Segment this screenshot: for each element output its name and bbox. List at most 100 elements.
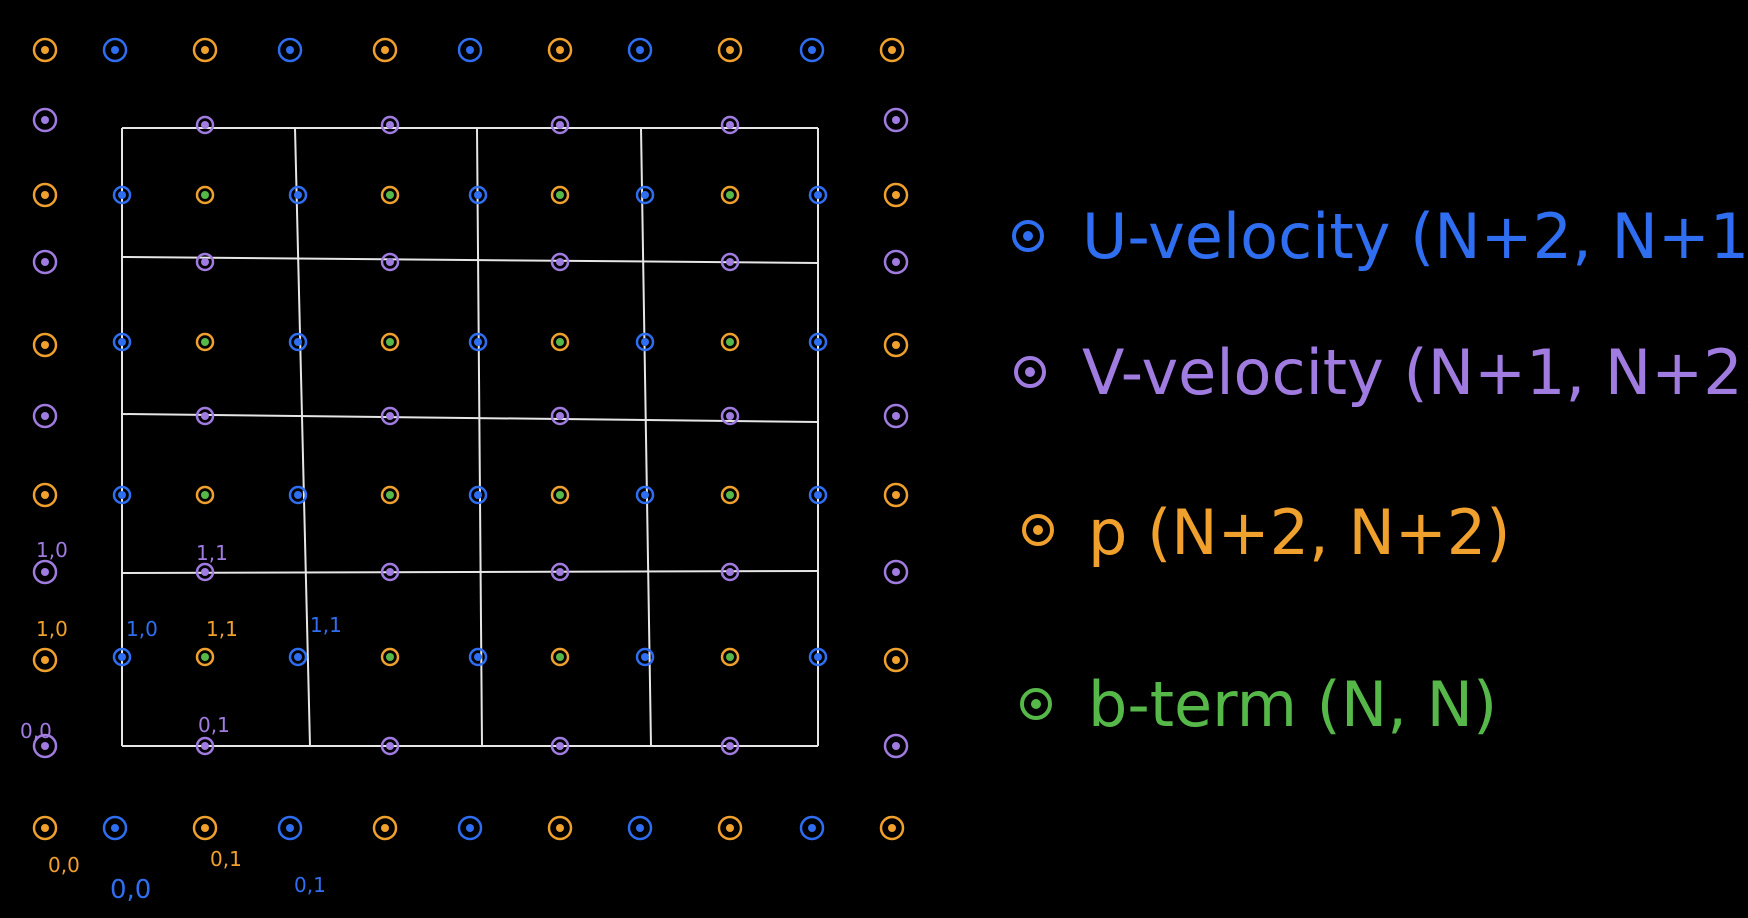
v-node-3-1-core <box>386 568 394 576</box>
p-node-right-5 <box>883 482 909 508</box>
v-node-1-0 <box>195 252 215 272</box>
v-node-1-2-core <box>556 258 564 266</box>
u-node-top-5-core <box>466 46 474 54</box>
u-node-0-1-core <box>294 191 302 199</box>
pressure-dot-icon-core <box>1033 525 1043 535</box>
p-node-bottom-2 <box>192 815 218 841</box>
legend-label-b-term: b-term (N, N) <box>1088 668 1497 741</box>
index-label-p-0-0: 0,0 <box>48 853 80 877</box>
u-node-0-4-core <box>814 191 822 199</box>
v-node-2-2-core <box>556 412 564 420</box>
p-node-3-1 <box>380 647 400 667</box>
u-node-0-1 <box>288 185 308 205</box>
u-node-3-3 <box>635 647 655 667</box>
v-node-left-2-core <box>41 258 49 266</box>
p-node-bottom-6-core <box>556 824 564 832</box>
v-node-left-6-core <box>41 568 49 576</box>
v-velocity-dot-icon-core <box>1025 367 1035 377</box>
u-node-bottom-5-core <box>466 824 474 832</box>
v-node-left-8 <box>32 733 58 759</box>
u-node-2-1 <box>288 485 308 505</box>
u-node-0-0 <box>112 185 132 205</box>
p-node-1-3 <box>720 332 740 352</box>
p-node-left-7 <box>32 647 58 673</box>
u-node-3-1 <box>288 647 308 667</box>
u-node-bottom-5 <box>457 815 483 841</box>
u-node-2-2 <box>468 485 488 505</box>
u-node-3-2 <box>468 647 488 667</box>
p-node-top-8 <box>717 37 743 63</box>
legend-item-b-term: b-term (N, N) <box>1020 668 1497 741</box>
p-node-left-5 <box>32 482 58 508</box>
u-node-3-4-core <box>814 653 822 661</box>
v-node-4-3-core <box>726 742 734 750</box>
p-node-2-2-core <box>556 491 564 499</box>
u-node-bottom-9 <box>799 815 825 841</box>
v-node-1-1 <box>380 252 400 272</box>
v-node-4-2-core <box>556 742 564 750</box>
index-label-u-1-0: 1,0 <box>126 617 158 641</box>
v-node-3-1 <box>380 562 400 582</box>
p-node-right-7 <box>883 647 909 673</box>
p-node-bottom-4 <box>372 815 398 841</box>
p-node-1-2 <box>550 332 570 352</box>
b-term-dot-icon <box>1020 688 1052 720</box>
p-node-0-1-core <box>386 191 394 199</box>
u-node-0-3-core <box>641 191 649 199</box>
u-node-2-4-core <box>814 491 822 499</box>
p-node-bottom-10-core <box>888 824 896 832</box>
v-node-right-8-core <box>892 742 900 750</box>
u-node-top-7 <box>627 37 653 63</box>
u-node-top-1 <box>102 37 128 63</box>
p-node-top-6-core <box>556 46 564 54</box>
v-node-2-3-core <box>726 412 734 420</box>
p-node-0-0-core <box>201 191 209 199</box>
u-node-3-3-core <box>641 653 649 661</box>
v-node-1-3 <box>720 252 740 272</box>
p-node-1-0-core <box>201 338 209 346</box>
p-node-3-0 <box>195 647 215 667</box>
p-node-2-1 <box>380 485 400 505</box>
u-node-3-2-core <box>474 653 482 661</box>
v-node-0-3 <box>720 115 740 135</box>
u-node-1-4-core <box>814 338 822 346</box>
v-node-0-2 <box>550 115 570 135</box>
p-node-bottom-2-core <box>201 824 209 832</box>
index-labels: 1,0 1,1 1,0 1,0 1,1 1,1 0,0 0,1 0,0 0,1 … <box>20 538 342 905</box>
v-node-right-4-core <box>892 412 900 420</box>
p-node-top-0-core <box>41 46 49 54</box>
u-node-3-0-core <box>118 653 126 661</box>
v-node-left-4 <box>32 403 58 429</box>
u-node-1-4 <box>808 332 828 352</box>
v-node-3-0 <box>195 562 215 582</box>
grid-line-h1 <box>121 256 819 264</box>
pressure-dot-icon <box>1022 514 1054 546</box>
v-node-3-2-core <box>556 568 564 576</box>
u-node-1-3 <box>635 332 655 352</box>
grid-line-h2 <box>121 413 819 423</box>
p-node-0-1 <box>380 185 400 205</box>
u-node-3-4 <box>808 647 828 667</box>
p-node-bottom-6 <box>547 815 573 841</box>
p-node-0-3 <box>720 185 740 205</box>
p-node-1-2-core <box>556 338 564 346</box>
u-velocity-dot-icon <box>1012 220 1044 252</box>
index-label-u-1-1: 1,1 <box>310 613 342 637</box>
v-node-right-8 <box>883 733 909 759</box>
v-node-left-0-core <box>41 116 49 124</box>
v-node-3-3 <box>720 562 740 582</box>
v-node-4-3 <box>720 736 740 756</box>
p-node-bottom-0-core <box>41 824 49 832</box>
u-node-2-1-core <box>294 491 302 499</box>
index-label-p-1-0: 1,0 <box>36 617 68 641</box>
u-node-bottom-9-core <box>808 824 816 832</box>
v-node-0-0-core <box>201 121 209 129</box>
u-node-0-4 <box>808 185 828 205</box>
p-node-0-0 <box>195 185 215 205</box>
p-node-2-0 <box>195 485 215 505</box>
u-node-bottom-7 <box>627 815 653 841</box>
v-node-4-2 <box>550 736 570 756</box>
v-node-left-6 <box>32 559 58 585</box>
u-node-2-0 <box>112 485 132 505</box>
v-node-left-0 <box>32 107 58 133</box>
